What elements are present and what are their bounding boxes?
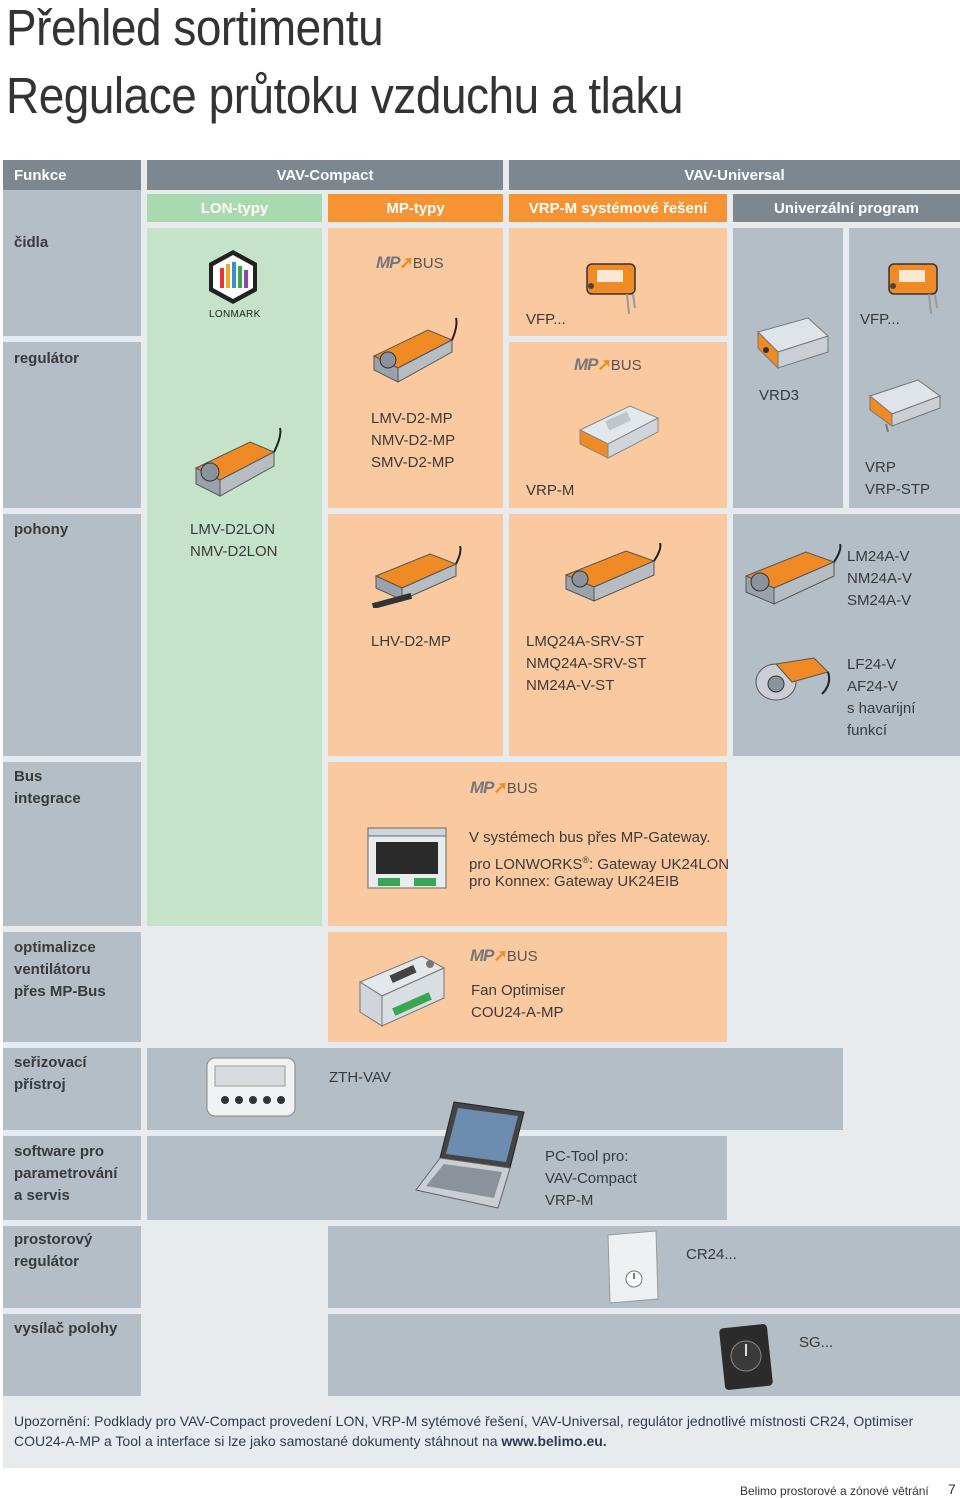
lf24-actuator-icon	[755, 657, 831, 701]
bus-text-3: pro Konnex: Gateway UK24EIB	[469, 873, 680, 890]
subheader-lon-typy: LON-typy	[147, 194, 322, 222]
footnote: Upozornění: Podklady pro VAV-Compact pro…	[14, 1411, 934, 1451]
page-number: 7	[948, 1481, 956, 1497]
lon-actuator-icon	[194, 427, 282, 497]
mpbus-logo-4-mp: MP	[470, 946, 494, 965]
page-title-line2: Regulace průtoku vzduchu a tlaku	[6, 67, 684, 124]
vrd3-device-icon	[757, 317, 829, 370]
row-label-software: software pro parametrování a servis	[14, 1143, 118, 1204]
univ-cell-regulator-a	[733, 228, 843, 508]
row-label-serizovaci: seřizovací přístroj	[14, 1054, 87, 1093]
header-funkce-spacer	[3, 190, 141, 222]
subheader-univerzalni: Univerzální program	[733, 194, 960, 222]
mpbus-logo-4-bus: BUS	[506, 948, 538, 965]
sg-cell	[328, 1314, 960, 1396]
label-cell-software	[3, 1136, 141, 1220]
mpbus-logo-1-mp: MP	[376, 253, 400, 272]
row-label-bus: Bus integrace	[14, 768, 81, 807]
label-cell-prostorovy	[3, 1226, 141, 1308]
label-cell-vysilac	[3, 1314, 141, 1396]
bus-text-1: V systémech bus přes MP-Gateway.	[469, 829, 711, 846]
lhv-actuator-icon	[371, 546, 462, 608]
mpbus-logo-2-mp: MP	[574, 355, 598, 374]
fan-optimiser-icon	[358, 955, 446, 1027]
label-cell-regulator	[3, 342, 141, 508]
vrd3-label: VRD3	[759, 387, 800, 404]
zth-device-icon	[206, 1057, 296, 1117]
vrp-m-controller-icon	[578, 405, 660, 459]
mp-regulator-models: LMV-D2-MP NMV-D2-MP SMV-D2-MP	[371, 410, 456, 471]
mpbus-logo-3-mp: MP	[470, 778, 494, 797]
fan-optimiser-label: Fan Optimiser COU24-A-MP	[471, 982, 566, 1021]
lon-column	[147, 228, 322, 926]
footnote-text: Upozornění: Podklady pro VAV-Compact pro…	[14, 1413, 914, 1449]
bus-text-2: pro LONWORKS®: Gateway UK24LON	[469, 855, 730, 873]
footnote-link[interactable]: www.belimo.eu.	[501, 1433, 607, 1449]
header-funkce: Funkce	[3, 160, 141, 190]
row-label-optimalizace: optimalizce ventilátoru přes MP-Bus	[14, 939, 106, 1000]
laptop-icon	[415, 1101, 525, 1209]
mpbus-logo-1: MP➚BUS	[376, 253, 444, 272]
lhv-label: LHV-D2-MP	[371, 633, 452, 650]
vfp-sensor-2-icon	[888, 263, 938, 315]
sg-position-sender-icon	[719, 1324, 773, 1390]
lmq-models: LMQ24A-SRV-ST NMQ24A-SRV-ST NM24A-V-ST	[526, 633, 647, 694]
bus-text-2-post: : Gateway UK24LON	[589, 856, 730, 873]
zth-label: ZTH-VAV	[329, 1069, 391, 1086]
subheader-vrpm-system: VRP-M systémové řešení	[509, 194, 727, 222]
lmq-actuator-icon	[564, 543, 662, 602]
vfp-label-1: VFP...	[526, 311, 566, 328]
mpbus-logo-2: MP➚BUS	[574, 355, 642, 374]
row-label-prostorovy: prostorový regulátor	[14, 1231, 93, 1270]
lm24-actuator-icon	[744, 544, 842, 605]
row-label-regulator: regulátor	[14, 350, 80, 367]
mpbus-logo-2-bus: BUS	[610, 357, 642, 374]
vfp-sensor-1-icon	[586, 263, 636, 315]
pc-tool-label: PC-Tool pro: VAV-Compact VRP-M	[545, 1148, 637, 1209]
sg-label: SG...	[799, 1334, 834, 1351]
bus-text-2-pre: pro	[469, 856, 495, 873]
lonmark-logo-icon	[209, 250, 257, 304]
label-cell-serizovaci	[3, 1048, 141, 1130]
footer-text: Belimo prostorové a zónové větrání	[740, 1484, 929, 1498]
mpbus-logo-1-bus: BUS	[412, 255, 444, 272]
header-vav-compact: VAV-Compact	[147, 160, 503, 190]
mpbus-logo-4: MP➚BUS	[470, 946, 538, 965]
cr24-label: CR24...	[686, 1246, 737, 1263]
lon-actuator-models: LMV-D2LON NMV-D2LON	[190, 521, 278, 560]
vrp-m-label: VRP-M	[526, 482, 575, 499]
mpbus-logo-3-bus: BUS	[506, 780, 538, 797]
cr24-thermostat-icon	[607, 1230, 659, 1304]
lonworks-label: LONWORKS	[494, 856, 583, 873]
label-cell-bus	[3, 762, 141, 926]
mp-regulator-actuator-icon	[372, 317, 458, 383]
row-label-cidla: čidla	[14, 234, 49, 251]
univ-cell-pohony	[733, 514, 960, 756]
page-title-line1: Přehled sortimentu	[6, 0, 384, 56]
lf24-models: LF24-V AF24-V s havarijní funkcí	[847, 656, 916, 739]
vrp-device-icon	[868, 379, 942, 432]
gateway-device-icon	[367, 827, 447, 889]
mp-cell-pohony	[328, 514, 503, 756]
row-label-pohony: pohony	[14, 521, 69, 538]
row-label-vysilac: vysílač polohy	[14, 1320, 118, 1337]
label-cell-pohony	[3, 514, 141, 756]
vfp-label-2: VFP...	[860, 311, 900, 328]
header-vav-universal: VAV-Universal	[509, 160, 960, 190]
lonmark-logo-text: LONMARK	[209, 309, 261, 320]
lm24-models: LM24A-V NM24A-V SM24A-V	[847, 548, 913, 609]
mpbus-logo-3: MP➚BUS	[470, 778, 538, 797]
subheader-mp-typy: MP-typy	[328, 194, 503, 222]
vrp-models: VRP VRP-STP	[865, 459, 931, 498]
label-cell-optimalizace	[3, 932, 141, 1042]
